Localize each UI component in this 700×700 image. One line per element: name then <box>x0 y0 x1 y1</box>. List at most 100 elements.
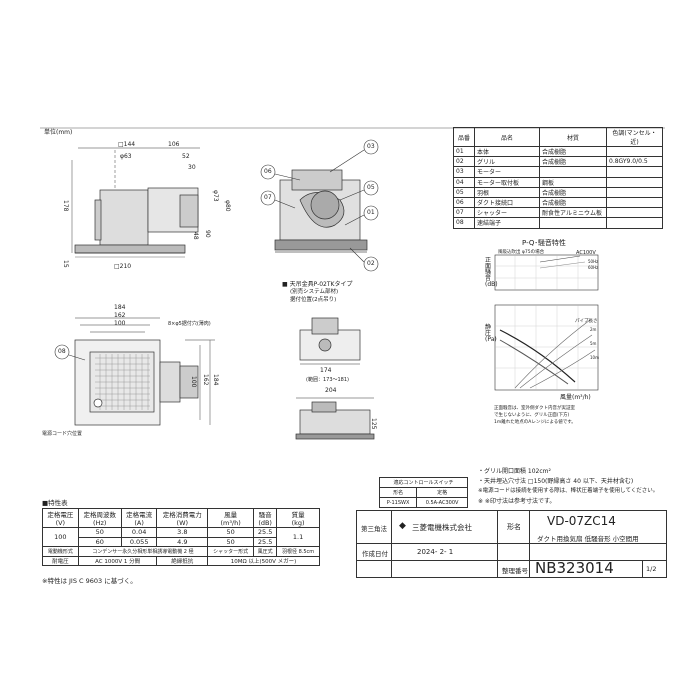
cord-note: 電源コード穴位置 <box>42 431 83 437</box>
top-dim: 162 <box>202 374 209 386</box>
part-material: 合成樹脂 <box>539 145 607 158</box>
pq-footnote: で生じないように、グリル正面(下方) <box>494 413 570 418</box>
note: ※ ※印寸法は参考寸法です。 <box>478 498 556 505</box>
spec-shutter: 風圧式 <box>253 546 278 557</box>
spec-voltage: 100 <box>42 527 79 547</box>
part-color <box>606 186 663 198</box>
part-material: 合成樹脂 <box>539 186 607 198</box>
callout-07: 07 <box>264 194 272 201</box>
pq-voltage: AC100V <box>576 250 596 256</box>
note: ・グリル開口面積 102cm² <box>478 468 551 475</box>
pq-pipe-m: 5m <box>590 341 597 346</box>
number-label: 整理番号 <box>502 567 528 575</box>
projection-label: 第三角法 <box>361 525 387 533</box>
spec-cell: 60 <box>77 536 122 547</box>
spec-motor: コンデンサー永久分相形単相誘導電動機 2 極 <box>77 546 209 557</box>
spec-header-label: 騒音 (dB) <box>258 511 272 527</box>
product-description: ダクト用換気扇 低騒音形 小空間用 <box>537 535 639 543</box>
spec-label: シャッター形式 <box>207 546 255 557</box>
part-material: 合成樹脂 <box>539 156 607 168</box>
part-color <box>606 217 663 229</box>
spec-header-label: 風量 (m³/h) <box>220 511 241 527</box>
top-view <box>74 317 215 426</box>
hanger-sub1: (別売システム部材) <box>290 289 339 295</box>
spec-cell: 3.8 <box>156 527 209 538</box>
front-dim: 106 <box>168 141 180 148</box>
company-logo: ◆ <box>399 521 406 531</box>
part-material: 鋼板 <box>539 176 607 188</box>
title-block: 第三角法 ◆ 三菱電機株式会社 形名 VD-07ZC14 ダクト用換気扇 低騒音… <box>356 510 667 578</box>
control-switch-title: 適応コントロールスイッチ <box>379 477 468 488</box>
hanger-title: ■ 天吊金具P-02TKタイプ <box>282 281 353 288</box>
spec-header-label: 定格電流 (A) <box>126 511 153 527</box>
part-name: 速結端子 <box>474 217 540 229</box>
part-color <box>606 176 663 188</box>
table-row: 耐電圧 AC 1000V 1 分間 絶縁抵抗 10MΩ 以上(500V メガー) <box>42 555 320 566</box>
spec-label: 電動機形式 <box>42 546 79 557</box>
part-no: 07 <box>453 207 475 219</box>
spec-header: 風量 (m³/h) <box>207 508 255 528</box>
pq-note: 風吸込吹出 φ75の場合 <box>498 250 545 255</box>
spec-header-label: 定格消費電力 (W) <box>162 511 202 527</box>
pq-x-label: 風量(m³/h) <box>560 394 591 401</box>
pq-pipe-m: 2m <box>590 327 597 332</box>
pq-y2-label: 静圧(Pa) <box>485 324 497 343</box>
spec-header: 定格消費電力 (W) <box>156 508 209 528</box>
part-name: モーター取付板 <box>474 176 540 188</box>
part-name: 本体 <box>474 145 540 158</box>
pq-footnote: 正面騒音は、室外側ダクト内音が実証室 <box>494 406 575 411</box>
spec-header: 定格電流 (A) <box>120 508 158 528</box>
pq-pipe-label: パイプ長さ <box>575 319 598 324</box>
spec-cell: 50 <box>77 527 122 538</box>
spec-cell: 25.5 <box>253 536 278 547</box>
part-no: 01 <box>453 145 475 158</box>
part-name: ダクト接続口 <box>474 196 540 209</box>
spec-withstand: AC 1000V 1 分間 <box>77 555 158 566</box>
part-color <box>606 196 663 209</box>
model-label: 形名 <box>507 523 521 531</box>
top-dim: 100 <box>190 376 197 388</box>
front-dim: □210 <box>114 263 132 270</box>
document-number: NB323014 <box>535 559 614 577</box>
callout-01: 01 <box>367 209 375 216</box>
hanger-dim: 125 <box>370 418 377 430</box>
parts-header: 品番 <box>453 127 475 147</box>
control-model: P-11SWX <box>378 497 418 508</box>
top-dim: 162 <box>114 312 126 319</box>
top-hole-note: 8×φ5据付穴(薄肉) <box>168 321 211 327</box>
spec-header: 質量 (kg) <box>276 508 320 528</box>
spec-jis: ※特性は JIS C 9603 に基づく。 <box>42 577 137 585</box>
pq-legend: 60Hz <box>588 265 599 270</box>
pq-y1-label: 正面騒音(dB) <box>485 257 498 288</box>
spec-cell: 50 <box>207 536 255 547</box>
parts-header: 品名 <box>474 127 540 147</box>
part-material: 耐食性アルミニウム板 <box>539 207 607 219</box>
callout-03: 03 <box>367 143 375 150</box>
spec-cell: 0.055 <box>120 536 158 547</box>
hanger-sub2: 据付位置(2点吊り) <box>290 297 337 303</box>
pq-chart-title: P-Q･騒音特性 <box>522 239 566 247</box>
front-dim: 178 <box>62 200 69 212</box>
hanger-range: (範囲：173〜181) <box>306 377 349 383</box>
spec-header: 定格電圧 (V) <box>42 508 79 528</box>
model-number: VD-07ZC14 <box>547 514 616 528</box>
part-no: 02 <box>453 156 475 168</box>
front-dim: φ80 <box>224 200 231 212</box>
callout-08: 08 <box>58 348 66 355</box>
spec-header: 定格周波数 (Hz) <box>77 508 122 528</box>
parts-header: 材質 <box>539 127 607 147</box>
spec-insulation: 10MΩ 以上(500V メガー) <box>207 555 320 566</box>
top-dim: 184 <box>212 374 219 386</box>
part-material <box>539 166 607 178</box>
pq-chart <box>494 254 599 391</box>
part-no: 03 <box>453 166 475 178</box>
spec-cell: 50 <box>207 527 255 538</box>
unit-label: 単位(mm) <box>44 129 73 136</box>
